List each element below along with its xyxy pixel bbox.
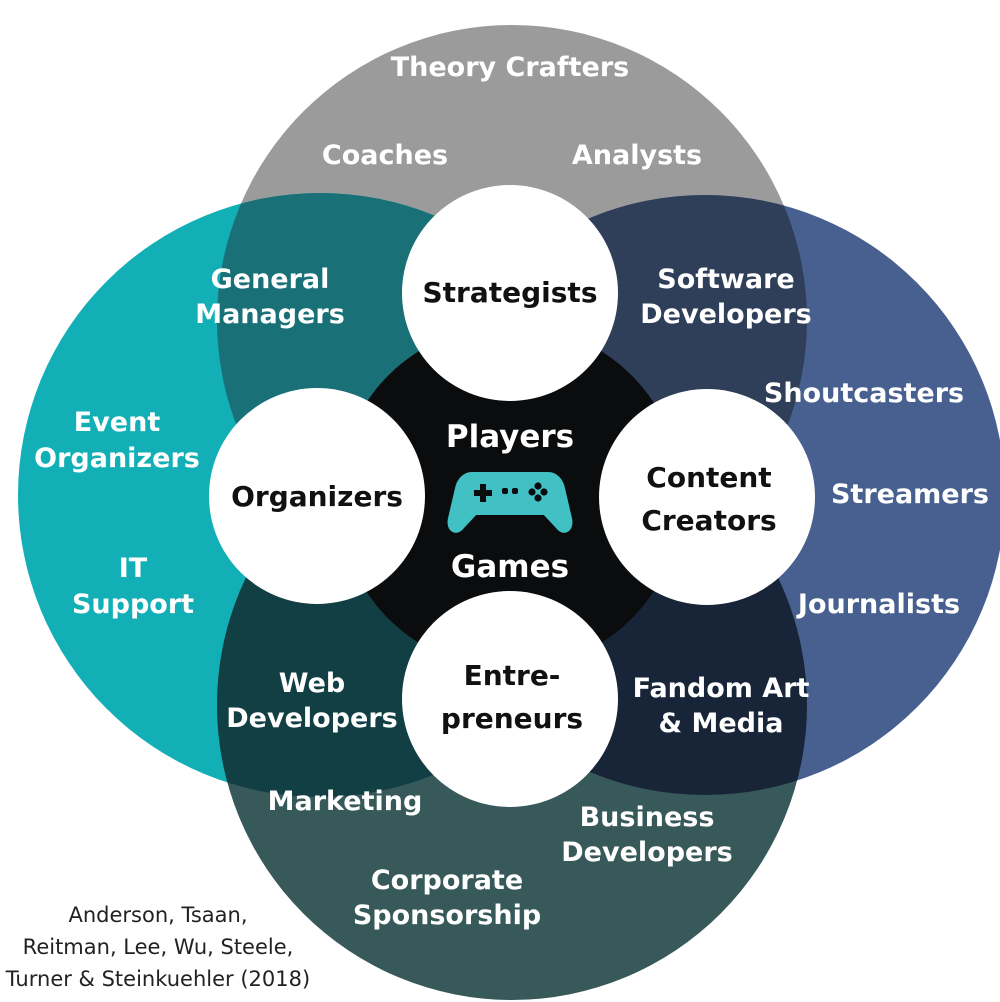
fandom-art-media-label-line: & Media <box>659 708 784 739</box>
players-label: Players <box>446 419 574 455</box>
streamers-label-line: Streamers <box>831 479 989 510</box>
event-organizers-label-line: Event <box>74 407 161 438</box>
it-support-label-line: IT <box>119 553 148 584</box>
event-organizers-label-line: Organizers <box>34 443 200 474</box>
fandom-art-media-label-line: Fandom Art <box>633 673 810 704</box>
analysts-label: Analysts <box>572 140 702 171</box>
citation-line: Anderson, Tsaan, <box>68 903 247 927</box>
web-developers-label-line: Web <box>279 668 345 699</box>
journalists-label-line: Journalists <box>796 589 960 620</box>
games-label: Games <box>451 549 569 585</box>
analysts-label-line: Analysts <box>572 140 702 171</box>
content-creators-label-line: Content <box>646 461 771 494</box>
entrepreneurs-circle <box>402 591 618 807</box>
citation: Anderson, Tsaan, Reitman, Lee, Wu, Steele… <box>5 903 310 991</box>
organizers-label: Organizers <box>231 480 403 513</box>
marketing-label: Marketing <box>268 786 423 817</box>
general-managers-label-line: Managers <box>195 299 345 330</box>
software-developers-label-line: Developers <box>640 299 811 330</box>
citation-line: Turner & Steinkuehler (2018) <box>5 967 310 991</box>
shoutcasters-label: Shoutcasters <box>764 378 964 409</box>
fandom-art-media-label: Fandom Art & Media <box>633 673 810 739</box>
corporate-sponsorship-label-line: Corporate <box>371 865 523 896</box>
entrepreneurs-label-line: Entre- <box>464 659 561 692</box>
streamers-label: Streamers <box>831 479 989 510</box>
business-developers-label-line: Business <box>580 802 715 833</box>
coaches-label: Coaches <box>322 140 448 171</box>
it-support-label: IT Support <box>72 553 194 620</box>
marketing-label-line: Marketing <box>268 786 423 817</box>
entrepreneurs-label-line: preneurs <box>441 702 583 735</box>
theory-crafters-label: Theory Crafters <box>391 52 630 83</box>
organizers-label-line: Organizers <box>231 480 403 513</box>
entrepreneurs-label: Entre-preneurs <box>441 659 583 735</box>
strategists-circle <box>402 185 618 401</box>
strategists-label-line: Strategists <box>423 276 598 309</box>
content-creators-circle <box>599 389 815 605</box>
web-developers-label-line: Developers <box>226 703 397 734</box>
shoutcasters-label-line: Shoutcasters <box>764 378 964 409</box>
content-creators-label-line: Creators <box>641 504 776 537</box>
corporate-sponsorship-label-line: Sponsorship <box>353 900 541 931</box>
organizers-circle <box>209 388 425 604</box>
strategists-label: Strategists <box>423 276 598 309</box>
general-managers-label-line: General <box>211 264 330 295</box>
journalists-label: Journalists <box>796 589 960 620</box>
citation-line: Reitman, Lee, Wu, Steele, <box>23 935 294 959</box>
software-developers-label-line: Software <box>657 264 794 295</box>
it-support-label-line: Support <box>72 589 194 620</box>
theory-crafters-label-line: Theory Crafters <box>391 52 630 83</box>
gamepad-icon <box>443 468 577 537</box>
business-developers-label-line: Developers <box>561 837 732 868</box>
coaches-label-line: Coaches <box>322 140 448 171</box>
